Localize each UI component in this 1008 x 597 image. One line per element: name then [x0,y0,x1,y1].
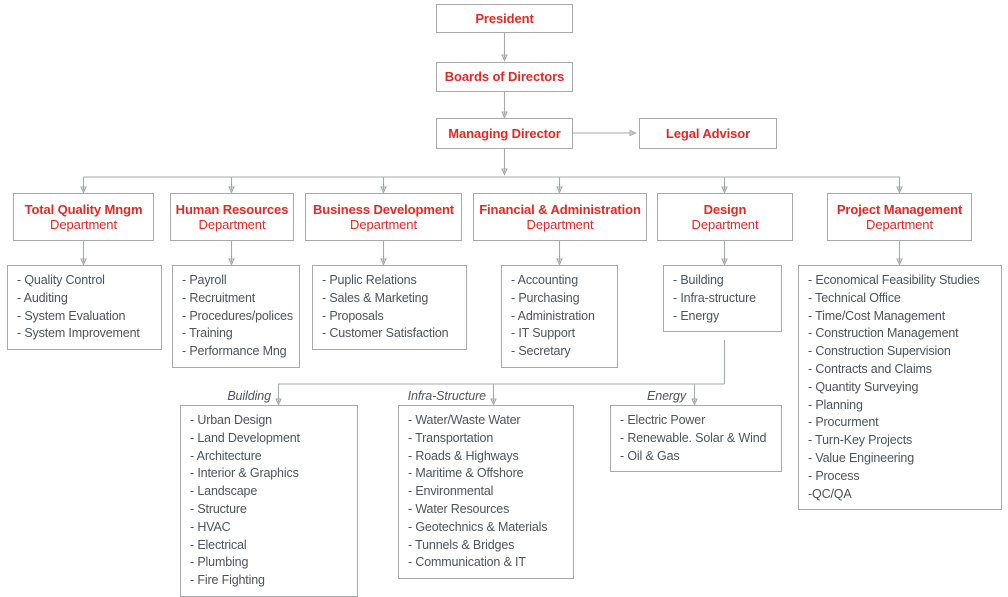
list-item: - Proposals [322,308,384,323]
list-item: - Plumbing [190,555,249,570]
list-item: - Administration [511,308,595,323]
dept-subtitle: Department [526,217,594,232]
list-item: - Auditing [17,290,68,305]
list-item: - Landscape [190,484,258,499]
list-item: - Communication & IT [408,555,526,570]
list-item: - Economical Feasibility Studies [808,273,980,287]
dept-list-financial-administration: - Accounting - Purchasing - Administrati… [501,265,618,368]
list-item: - Urban Design [190,413,272,427]
dept-header-human-resources[interactable]: Human Resources Department [170,193,294,241]
category-label-energy: Energy [646,389,686,403]
dept-title: Business Development [312,201,455,217]
list-item: - Tunnels & Bridges [408,537,515,552]
dept-title: Design [703,201,747,217]
list-item: - Secretary [511,344,571,359]
list-item: - Fire Fighting [190,573,265,588]
list-item: - Value Engineering [808,450,915,465]
dept-subtitle: Department [50,217,117,232]
dept-title: Financial & Administration [479,201,641,217]
list-item: - Customer Satisfaction [322,326,449,341]
list-item: - Renewable. Solar & Wind [620,430,767,445]
node-legal-advisor[interactable]: Legal Advisor [639,118,777,149]
list-item: - HVAC [190,519,231,534]
dept-header-financial-administration[interactable]: Financial & Administration Department [473,193,647,241]
dept-header-business-development[interactable]: Business Development Department [305,193,462,241]
list-item: - Turn-Key Projects [808,433,913,448]
list-item: - Accounting [511,273,578,287]
list-item: - Construction Management [808,326,959,341]
node-president[interactable]: President [436,4,573,33]
list-item: - Payroll [182,273,227,287]
dept-header-total-quality-mngm[interactable]: Total Quality Mngm Department [13,193,154,241]
list-item: - Energy [673,308,720,323]
dept-list-human-resources: - Payroll - Recruitment - Procedures/pol… [172,265,300,368]
list-item: - Electrical [190,537,247,552]
list-item: - Building [673,273,724,287]
list-item: - IT Support [511,326,575,341]
dept-subtitle: Department [198,217,266,232]
list-item: - Architecture [190,448,262,463]
list-item: - Procedures/polices [182,308,293,323]
dept-subtitle: Department [691,217,759,232]
list-item: - Land Development [190,430,300,445]
list-item: - Process [808,468,860,483]
list-item: - Quality Control [17,273,105,287]
node-legal-advisor-label: Legal Advisor [665,125,751,141]
list-item: - Planning [808,397,863,412]
list-item: - Electric Power [620,413,706,427]
dept-header-design[interactable]: Design Department [657,193,793,241]
list-item: - Quantity Surveying [808,379,919,394]
dept-list-total-quality-mngm: - Quality Control - Auditing - System Ev… [7,265,162,351]
list-item: - Time/Cost Management [808,308,946,323]
list-item: - System Improvement [17,326,140,341]
list-item: - Recruitment [182,290,256,305]
dept-subtitle: Department [866,217,933,232]
list-item: - Procurment [808,415,879,430]
node-managing-director[interactable]: Managing Director [436,118,573,149]
category-list-building: - Urban Design - Land Development - Arch… [180,405,358,597]
list-item: - Construction Supervision [808,344,951,359]
category-label-building: Building [227,389,271,403]
list-item: - Interior & Graphics [190,466,299,481]
node-managing-director-label: Managing Director [448,125,561,141]
list-item: - Technical Office [808,290,901,305]
dept-list-business-development: - Puplic Relations - Sales & Marketing -… [312,265,467,351]
list-item: - Structure [190,501,247,516]
node-boards-of-directors[interactable]: Boards of Directors [436,62,573,92]
dept-subtitle: Department [350,217,417,232]
list-item: - Infra-structure [673,290,756,305]
list-item: - System Evaluation [17,308,126,323]
dept-title: Human Resources [175,201,289,217]
category-list-energy: - Electric Power - Renewable. Solar & Wi… [610,405,782,473]
list-item: - Sales & Marketing [322,290,429,305]
dept-list-project-management: - Economical Feasibility Studies - Techn… [798,265,1002,511]
list-item: - Contracts and Claims [808,361,932,376]
node-president-label: President [475,10,534,26]
category-label-infra-structure: Infra-Structure [407,389,486,403]
dept-title: Total Quality Mngm [24,201,143,217]
category-list-infra-structure: - Water/Waste Water - Transportation - R… [398,405,574,580]
list-item: - Transportation [408,430,494,445]
dept-title: Project Management [836,201,963,217]
list-item: - Geotechnics & Materials [408,519,548,534]
node-boards-label: Boards of Directors [444,69,565,85]
list-item: - Water/Waste Water [408,413,521,427]
list-item: - Water Resources [408,501,510,516]
list-item: - Purchasing [511,290,580,305]
list-item: - Performance Mng [182,344,287,359]
list-item: - Oil & Gas [620,448,680,463]
list-item: - Roads & Highways [408,448,519,463]
list-item: - Maritime & Offshore [408,466,524,481]
list-item: - Training [182,326,233,341]
dept-header-project-management[interactable]: Project Management Department [827,193,972,241]
list-item: - Puplic Relations [322,273,417,287]
list-item: - Environmental [408,484,494,499]
dept-list-design: - Building - Infra-structure - Energy [663,265,782,333]
list-item: -QC/QA [808,486,852,501]
